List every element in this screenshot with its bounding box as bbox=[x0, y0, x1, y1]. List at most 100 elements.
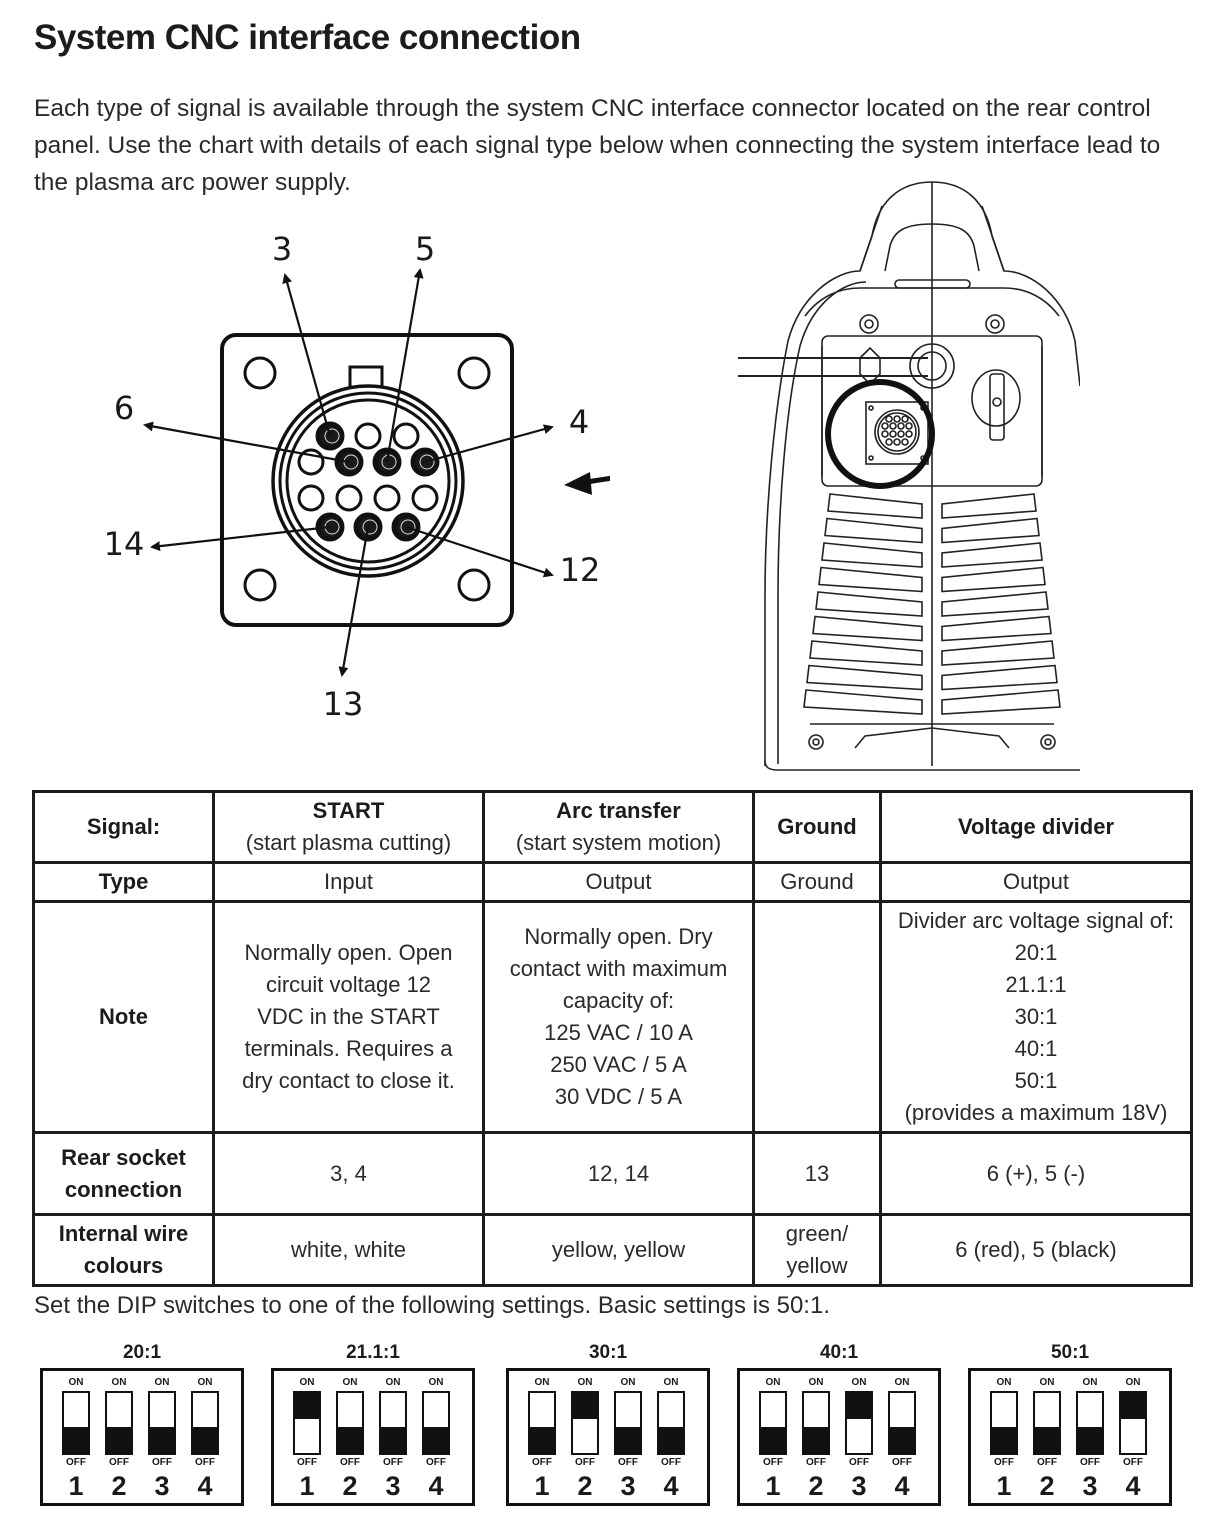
pin-number-label: 13 bbox=[323, 685, 364, 723]
off-label: OFF bbox=[152, 1457, 172, 1468]
switch-slot bbox=[888, 1391, 916, 1455]
cell-text-line: 13 bbox=[804, 1160, 830, 1186]
switch-knob[interactable] bbox=[1078, 1427, 1102, 1453]
cell-text-line: Input bbox=[324, 869, 373, 894]
switch-knob[interactable] bbox=[992, 1427, 1016, 1453]
switch-knob[interactable] bbox=[530, 1427, 554, 1453]
switch-slot bbox=[422, 1391, 450, 1455]
on-label: ON bbox=[111, 1377, 127, 1388]
pin-number-label: 14 bbox=[104, 525, 145, 563]
on-label: ON bbox=[385, 1377, 401, 1388]
switch-number: 2 bbox=[1039, 1471, 1055, 1501]
switch-knob[interactable] bbox=[616, 1427, 640, 1453]
switch-knob[interactable] bbox=[659, 1427, 683, 1453]
switch-knob[interactable] bbox=[424, 1427, 448, 1453]
switch-knob[interactable] bbox=[804, 1427, 828, 1453]
switch-knob[interactable] bbox=[107, 1427, 131, 1453]
switch-number: 2 bbox=[577, 1471, 593, 1501]
cell-text-line: 250 VAC / 5 A bbox=[550, 1052, 687, 1077]
on-label: ON bbox=[428, 1377, 444, 1388]
off-label: OFF bbox=[340, 1457, 360, 1468]
cell-text-line: 21.1:1 bbox=[1005, 972, 1067, 997]
switch-knob[interactable] bbox=[193, 1427, 217, 1453]
vent-slot bbox=[803, 689, 923, 715]
pin-highlight bbox=[362, 519, 378, 535]
pin-leader-arrow bbox=[405, 525, 554, 578]
switch-knob[interactable] bbox=[847, 1393, 871, 1419]
on-label: ON bbox=[197, 1377, 213, 1388]
switch-number: 3 bbox=[1082, 1471, 1098, 1501]
switch-knob[interactable] bbox=[150, 1427, 174, 1453]
row-label: Type bbox=[32, 861, 215, 903]
switch-knob[interactable] bbox=[890, 1427, 914, 1453]
table-cell: Input bbox=[212, 861, 485, 903]
cell-text-line: dry contact to close it. bbox=[242, 1068, 455, 1093]
dip-ratio-label: 30:1 bbox=[588, 1342, 628, 1363]
off-label: OFF bbox=[426, 1457, 446, 1468]
on-label: ON bbox=[1039, 1377, 1055, 1388]
cell-text-line: Output bbox=[585, 869, 652, 894]
switch-knob[interactable] bbox=[295, 1393, 319, 1419]
table-cell bbox=[752, 900, 882, 1134]
switch-number: 1 bbox=[996, 1471, 1012, 1501]
signal-table: Signal: START (start plasma cutting) Arc… bbox=[32, 790, 1193, 1287]
switch-slot bbox=[379, 1391, 407, 1455]
switch-knob[interactable] bbox=[1121, 1393, 1145, 1419]
switch-slot bbox=[845, 1391, 873, 1455]
pin-leader-arrow bbox=[385, 268, 424, 463]
on-label: ON bbox=[1125, 1377, 1141, 1388]
on-label: ON bbox=[663, 1377, 679, 1388]
table-cell: white, white bbox=[212, 1213, 485, 1287]
switch-number: 3 bbox=[851, 1471, 867, 1501]
row-label: Note bbox=[32, 900, 215, 1134]
switch-knob[interactable] bbox=[338, 1427, 362, 1453]
mini-pin bbox=[901, 415, 909, 423]
table-cell: Output bbox=[879, 861, 1193, 903]
cell-text-line: (provides a maximum 18V) bbox=[904, 1100, 1168, 1125]
switch-knob[interactable] bbox=[64, 1427, 88, 1453]
off-label: OFF bbox=[618, 1457, 638, 1468]
on-label: ON bbox=[154, 1377, 170, 1388]
mini-pin bbox=[901, 438, 909, 446]
off-label: OFF bbox=[1123, 1457, 1143, 1468]
switch-knob[interactable] bbox=[761, 1427, 785, 1453]
vent-slot bbox=[941, 664, 1058, 691]
unused-pin bbox=[297, 484, 325, 512]
switch-knob[interactable] bbox=[1035, 1427, 1059, 1453]
switch-knob[interactable] bbox=[381, 1427, 405, 1453]
row-label-line: colours bbox=[83, 1253, 164, 1278]
cell-text-line: 125 VAC / 10 A bbox=[544, 1020, 693, 1045]
switch-slot bbox=[1033, 1391, 1061, 1455]
cell-text-line: Normally open. Dry bbox=[524, 924, 713, 949]
switch-knob[interactable] bbox=[573, 1393, 597, 1419]
dip-ratio-label: 21.1:1 bbox=[346, 1342, 400, 1363]
off-label: OFF bbox=[532, 1457, 552, 1468]
intro-paragraph: Each type of signal is available through… bbox=[34, 95, 1161, 196]
cell-text-line: 6 (red), 5 (black) bbox=[955, 1237, 1117, 1262]
